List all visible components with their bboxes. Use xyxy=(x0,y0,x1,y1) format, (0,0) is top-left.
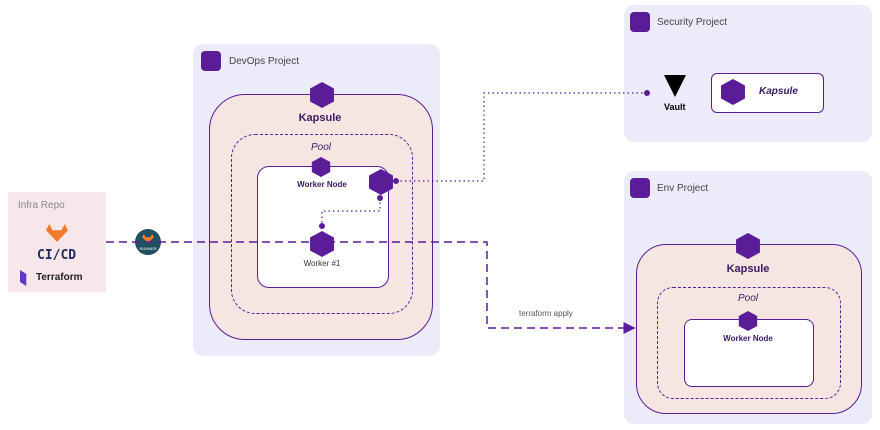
devops-kapsule-title: Kapsule xyxy=(298,112,342,124)
infra-repo-title: Infra Repo xyxy=(18,200,65,211)
env-project-title: Env Project xyxy=(657,183,709,194)
terraform-icon xyxy=(20,270,27,286)
infra-repo-box: Infra Repo CI/CD Terraform xyxy=(8,192,106,292)
env-pool-title: Pool xyxy=(737,293,758,304)
cicd-label: CI/CD xyxy=(37,248,77,263)
vault-label: Vault xyxy=(664,102,686,112)
devops-pool-title: Pool xyxy=(310,142,331,153)
worker-pod-icon xyxy=(310,231,334,257)
env-project-icon xyxy=(630,178,650,198)
devops-project-icon xyxy=(201,51,221,71)
env-kapsule-icon xyxy=(736,233,760,259)
vault-edge xyxy=(396,92,646,182)
env-kapsule-title: Kapsule xyxy=(726,263,770,275)
devops-kapsule-icon xyxy=(310,82,334,108)
terraform-label: Terraform xyxy=(36,272,83,283)
devops-project-title: DevOps Project xyxy=(229,56,300,67)
shield-worker-start xyxy=(377,195,383,201)
security-project-icon xyxy=(630,12,650,32)
terraform-edge xyxy=(106,241,636,334)
env-worker-node-title: Worker Node xyxy=(723,334,773,343)
security-kapsule-title: Kapsule xyxy=(759,86,798,97)
devops-worker-node-title: Worker Node xyxy=(297,180,347,189)
worker-label: Worker #1 xyxy=(303,259,341,268)
devops-worker-node-icon xyxy=(311,157,331,177)
runner-fox-icon xyxy=(142,234,154,243)
shield-worker-end xyxy=(319,223,325,229)
security-shield-icon xyxy=(369,169,393,195)
env-pool xyxy=(657,287,841,399)
vault-edge-end xyxy=(644,90,650,96)
shield-worker-edge xyxy=(321,198,381,226)
vault-edge-start xyxy=(393,178,399,184)
security-project-title: Security Project xyxy=(657,17,728,28)
env-worker-node-icon xyxy=(738,311,758,331)
devops-pool xyxy=(231,134,413,314)
terraform-apply-label: terraform apply xyxy=(519,309,573,318)
security-kapsule-icon xyxy=(721,79,745,105)
runner-label: RUNNER xyxy=(139,246,157,251)
